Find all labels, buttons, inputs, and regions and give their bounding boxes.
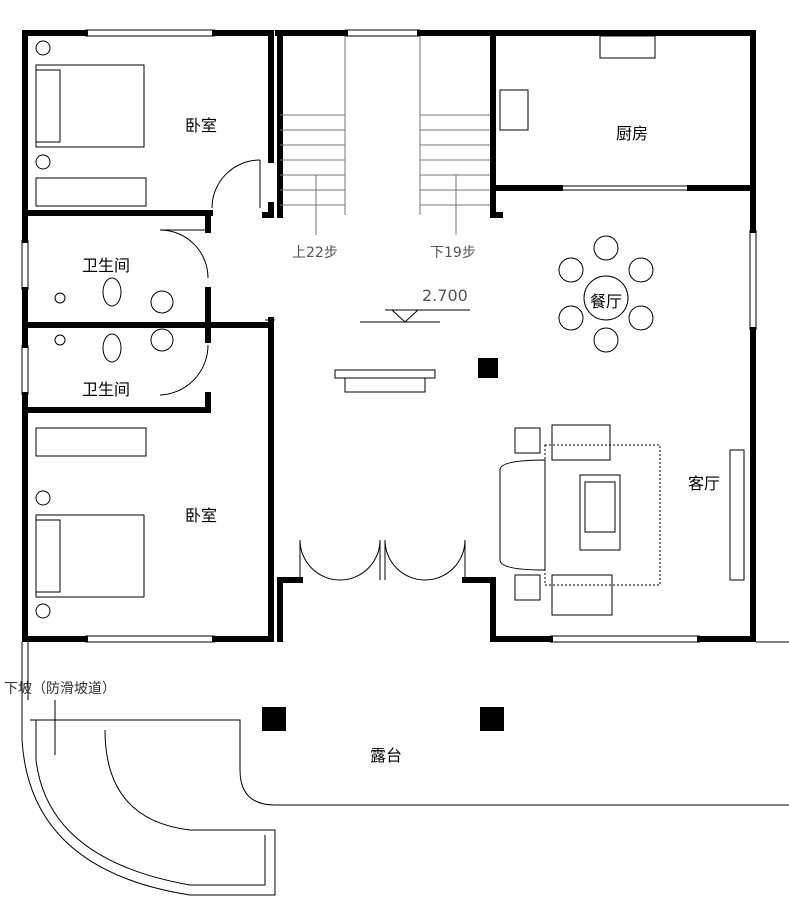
doors (159, 159, 466, 581)
staircase (280, 36, 490, 323)
room-label-dining: 餐厅 (590, 288, 623, 312)
room-label-living: 客厅 (688, 474, 721, 493)
terrace-outline (21, 641, 789, 896)
walls (22, 30, 756, 642)
furniture (35, 35, 745, 619)
stairs-down-label: 下19步 (430, 245, 476, 261)
elevation-label: 2.700 (422, 286, 468, 305)
columns (262, 358, 504, 731)
room-label-bath-bottom: 卫生间 (82, 380, 131, 399)
room-label-bedroom-bottom: 卧室 (185, 506, 218, 525)
ramp-label: 下坡（防滑坡道） (4, 681, 116, 697)
room-label-bath-top: 卫生间 (82, 256, 131, 275)
windows (21, 29, 757, 643)
room-label-bedroom-top: 卧室 (185, 116, 218, 135)
room-label-terrace: 露台 (370, 746, 403, 765)
room-label-kitchen: 厨房 (616, 124, 649, 143)
stairs-up-label: 上22步 (292, 245, 338, 261)
